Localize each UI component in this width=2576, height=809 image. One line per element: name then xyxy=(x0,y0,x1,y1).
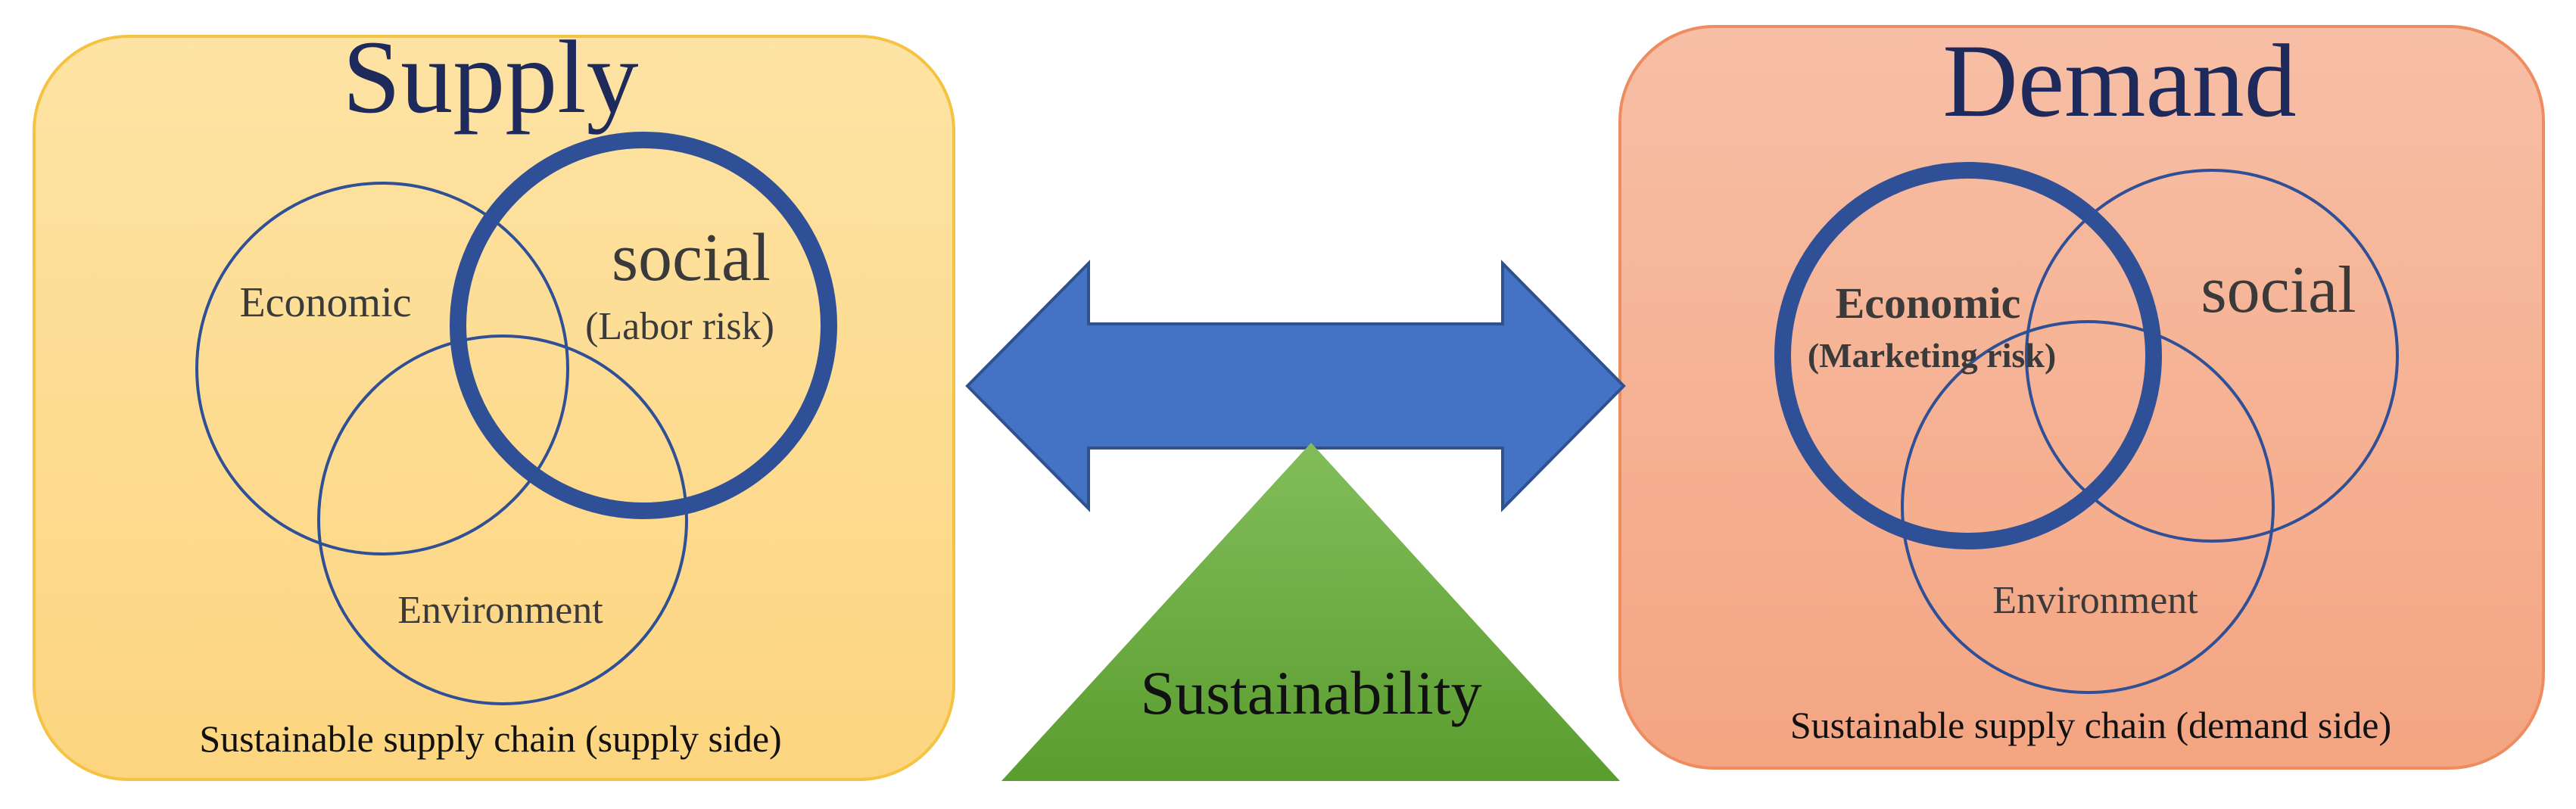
supply-social-label: social xyxy=(612,220,771,295)
demand-caption: Sustainable supply chain (demand side) xyxy=(1790,704,2391,746)
supply-title: Supply xyxy=(342,19,638,135)
supply-economic-circle xyxy=(195,182,569,555)
supply-panel: Supply Economic social (Labor risk) Envi… xyxy=(33,19,955,781)
demand-title: Demand xyxy=(1942,23,2297,138)
demand-social-label: social xyxy=(2201,254,2356,327)
supply-social-highlight-circle xyxy=(450,132,837,519)
demand-environment-circle xyxy=(1901,320,2275,694)
supply-environment-circle xyxy=(317,334,688,705)
demand-panel: Demand Economic (Marketing risk) social … xyxy=(1618,23,2545,770)
sustainability-label: Sustainability xyxy=(1141,658,1482,727)
supply-caption: Sustainable supply chain (supply side) xyxy=(199,717,781,760)
demand-environment-label: Environment xyxy=(1992,579,2198,622)
demand-venn xyxy=(1774,162,2399,694)
supply-economic-label: Economic xyxy=(239,279,411,326)
sustainability-fulcrum-triangle xyxy=(1001,443,1620,781)
demand-economic-sublabel: (Marketing risk) xyxy=(1808,336,2056,375)
center-balance: Sustainability xyxy=(965,260,1626,781)
demand-economic-highlight-circle xyxy=(1774,162,2162,549)
supply-environment-label: Environment xyxy=(397,589,603,632)
demand-economic-label: Economic xyxy=(1836,278,2021,328)
supply-venn xyxy=(195,132,837,705)
demand-social-circle xyxy=(2025,169,2399,543)
double-headed-arrow xyxy=(965,260,1626,512)
supply-social-sublabel: (Labor risk) xyxy=(585,305,774,348)
supply-panel-background xyxy=(33,35,955,781)
